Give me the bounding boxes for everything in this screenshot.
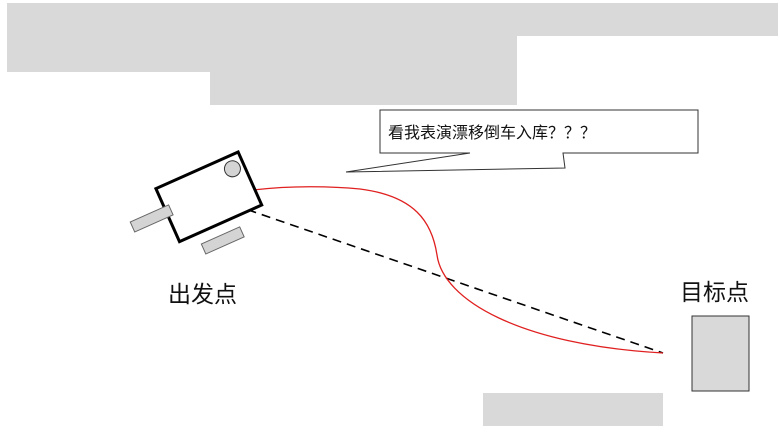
dashed-straight-path — [204, 194, 664, 354]
car-body — [153, 150, 264, 244]
car-wheel-top — [129, 204, 174, 233]
obstacle-top-wall — [7, 3, 778, 36]
target-label: 目标点 — [680, 280, 749, 306]
obstacle-top-middle-block — [210, 72, 517, 105]
car-wheel-bottom — [200, 226, 245, 255]
speech-bubble — [345, 109, 699, 173]
car-front-marker — [223, 160, 241, 178]
obstacle-top-left-block — [7, 36, 517, 72]
target-parking-box — [691, 315, 750, 392]
car — [129, 150, 264, 255]
obstacle-bottom-block — [483, 393, 663, 426]
speech-bubble-text: 看我表演漂移倒车入库？？？ — [388, 123, 596, 142]
start-label: 出发点 — [168, 282, 237, 308]
